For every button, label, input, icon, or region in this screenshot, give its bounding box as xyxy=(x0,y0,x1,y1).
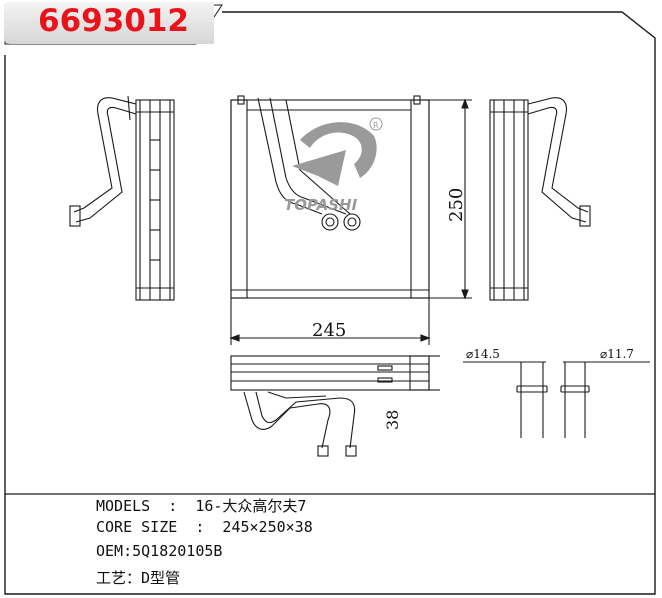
top-view xyxy=(230,355,440,457)
brand-logo: R xyxy=(292,117,383,186)
part-number: 6693012 xyxy=(38,3,189,39)
technical-drawing: R xyxy=(69,95,650,457)
svg-text:R: R xyxy=(373,121,379,130)
part-number-badge: 6693012 xyxy=(4,2,214,44)
front-view xyxy=(229,95,472,345)
pipe-diameter-large: ⌀14.5 xyxy=(466,347,500,361)
spec-process: 工艺：D型管 xyxy=(96,569,181,587)
pipe-diameter-small: ⌀11.7 xyxy=(600,347,634,361)
spec-core-size: CORE SIZE : 245×250×38 xyxy=(96,518,313,536)
brand-logo-text: TOPASHI xyxy=(284,196,358,214)
right-side-view xyxy=(489,97,591,301)
pipe-detail xyxy=(463,361,650,438)
dimension-width: 245 xyxy=(312,320,346,341)
dimension-depth: 38 xyxy=(383,410,402,430)
spec-models: MODELS : 16-大众高尔夫7 xyxy=(96,497,307,515)
left-side-view xyxy=(69,95,175,301)
spec-oem: OEM:5Q1820105B xyxy=(96,542,223,560)
dimension-height: 250 xyxy=(446,188,467,222)
